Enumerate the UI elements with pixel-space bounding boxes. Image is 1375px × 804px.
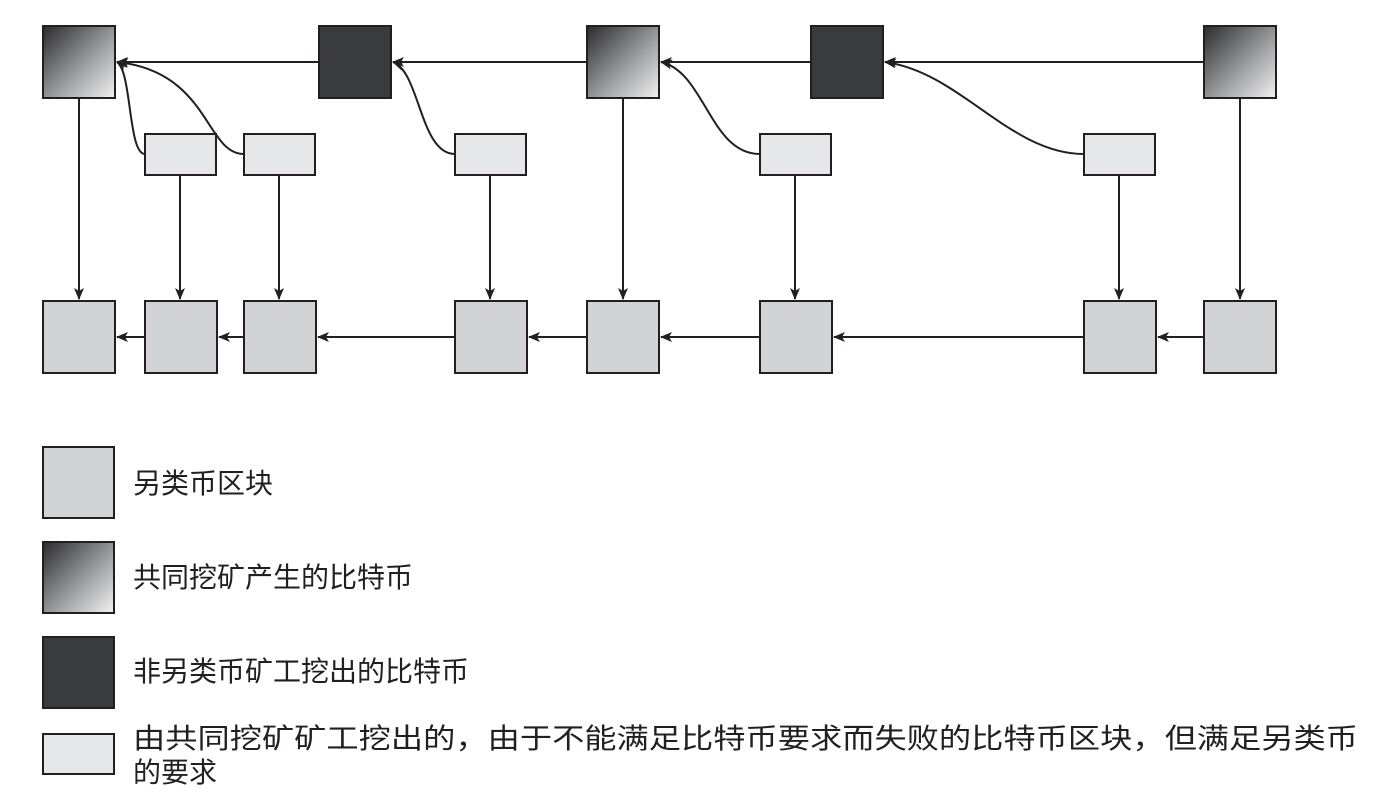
legend-failed-bitcoin-label-line2: 的要求 [133,756,217,789]
failed-bitcoin-block-1 [144,133,217,176]
plain-bitcoin-block-2 [810,25,884,99]
legend-altcoin-swatch [42,446,115,519]
failed-parent-link-arrow [392,61,456,155]
vertical-links [74,98,1245,300]
merged-bitcoin-block-3 [1203,25,1277,99]
altcoin-chain [42,300,1277,374]
failed-parent-link-arrow [660,59,761,155]
merged-bitcoin-block-1 [42,25,116,99]
legend-plain-bitcoin-label: 非另类币矿工挖出的比特币 [133,655,469,688]
legend-merged-bitcoin-label: 共同挖矿产生的比特币 [133,561,413,594]
legend-merged-bitcoin-swatch [42,541,115,614]
failed-parent-link-arrow [116,61,146,155]
bitcoin-chain [42,25,1277,99]
failed-parent-link-arrow [116,58,245,155]
failed-parent-link-arrow [884,58,1085,155]
altcoin-block-1 [42,300,116,374]
plain-bitcoin-block-1 [318,25,392,99]
legend-failed-bitcoin-label-line1: 由共同挖矿矿工挖出的，由于不能满足比特币要求而失败的比特币区块，但满足另类币 [133,722,1358,755]
legend-failed-bitcoin-swatch [42,733,115,775]
altcoin-block-6 [759,300,833,374]
altcoin-block-8 [1203,300,1277,374]
legend: 另类币区块 共同挖矿产生的比特币 非另类币矿工挖出的比特币 由共同挖矿矿工挖出的… [42,446,1358,789]
failed-bitcoin-block-2 [243,133,316,176]
failed-bitcoin-block-3 [454,133,527,176]
legend-altcoin-label: 另类币区块 [133,467,273,500]
altcoin-block-4 [454,300,528,374]
failed-bitcoin-block-4 [759,133,832,176]
merged-bitcoin-block-2 [586,25,660,99]
altcoin-block-2 [144,300,218,374]
altcoin-block-3 [243,300,317,374]
failed-bitcoin-block-5 [1083,133,1156,176]
legend-plain-bitcoin-swatch [42,636,115,709]
altcoin-block-7 [1083,300,1157,374]
altcoin-block-5 [586,300,660,374]
